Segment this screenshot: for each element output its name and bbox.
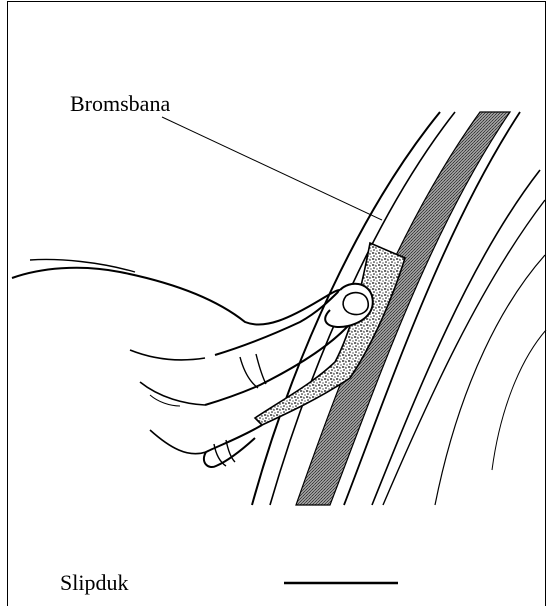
tyre-inner-curve [435,255,545,505]
hand-middle-finger [204,425,262,467]
sanding-cloth-label: Slipduk [60,572,128,594]
inner-hub-curve [492,330,546,470]
hand-palm-top [12,268,340,325]
hand-nail [343,293,368,315]
brake-track-band [296,112,510,505]
hand-palm-bottom [130,350,206,454]
rim-inner-edge-2 [372,170,540,505]
brake-track-label: Bromsbana [70,93,170,115]
brake-track-leader-line [162,117,382,220]
